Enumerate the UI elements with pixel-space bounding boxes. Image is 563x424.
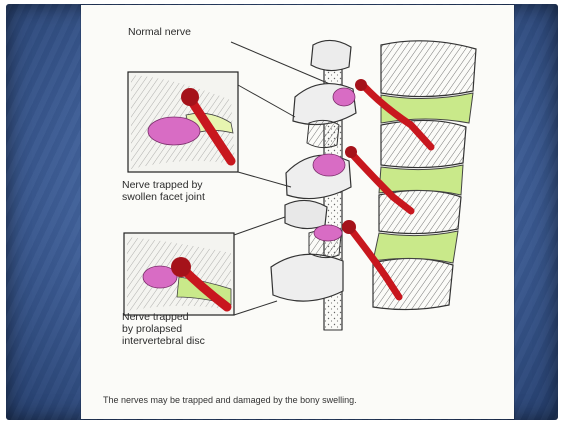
facet-joint-label: Nerve trapped by swollen facet joint [122,179,205,203]
inset-prolapsed-disc [124,217,285,315]
spine-drawing [81,5,514,419]
inset-facet-joint [128,72,295,187]
figure-caption: The nerves may be trapped and damaged by… [103,394,357,406]
normal-nerve-label: Normal nerve [128,26,191,38]
prolapsed-disc-label: Nerve trapped by prolapsed intervertebra… [122,311,205,347]
posterior-elements [271,40,356,301]
spine-illustration: Normal nerve Nerve trapped by swollen fa… [81,5,514,419]
intervertebral-discs [373,93,473,263]
